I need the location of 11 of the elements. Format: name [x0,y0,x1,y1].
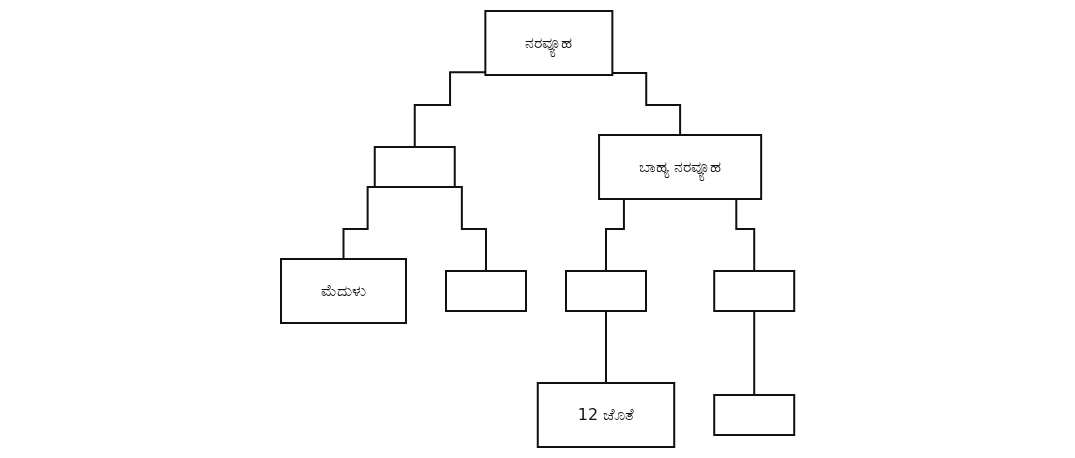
connector [604,310,607,384]
node-box [373,146,456,188]
node-box [444,270,527,312]
node-box [713,394,796,436]
node-box: 12 ಜೊತೆ [536,382,676,448]
node-box [564,270,647,312]
node-box: ಬಾಹ್ಯ ನರವ್ಯೂಹ [597,134,763,200]
node-box: ಮೆದುಳು [279,258,407,324]
connector [753,310,756,396]
node-box: ನರವ್ಯೂಹ [484,10,614,76]
node-box [713,270,796,312]
